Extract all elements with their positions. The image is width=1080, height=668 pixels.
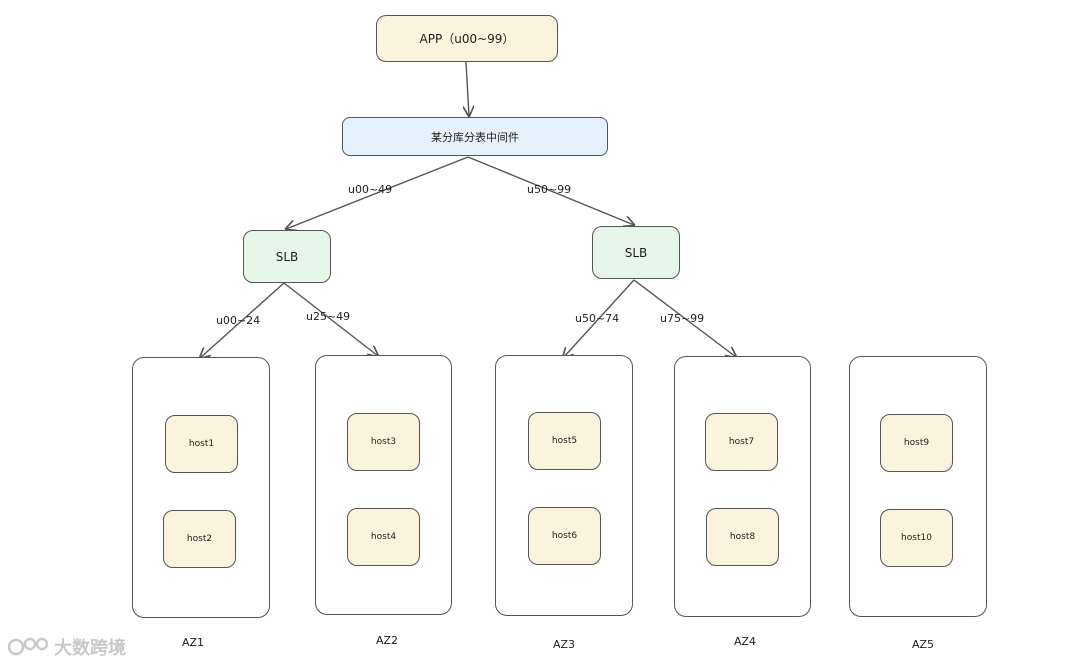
middleware-node: 某分库分表中间件 — [342, 117, 608, 156]
host-label: host10 — [901, 533, 932, 543]
edge-label-text: u50~99 — [527, 183, 572, 196]
host-node: host9 — [880, 414, 953, 472]
host-node: host10 — [880, 509, 953, 567]
edge-label-slb1-az1: u00~24 — [216, 314, 260, 327]
slb-node-1: SLB — [243, 230, 331, 283]
watermark-text: 大数跨境 — [54, 638, 126, 659]
az-label-3: AZ3 — [552, 638, 576, 651]
edge-label-mw-slb1: u00~49 — [348, 183, 392, 196]
host-label: host2 — [186, 534, 213, 544]
arrow-slb1-to-az2 — [283, 282, 378, 356]
host-label: host7 — [728, 437, 755, 447]
edge-label-slb1-az2: u25~49 — [306, 310, 350, 323]
host-node: host4 — [347, 508, 420, 566]
arrow-middleware-to-slb2 — [467, 156, 634, 225]
az-box-1: host1 host2 — [132, 357, 270, 618]
az-box-3: host5 host6 — [495, 355, 633, 616]
host-node: host7 — [705, 413, 778, 471]
host-node: host8 — [706, 508, 779, 566]
app-node: APP（u00~99） — [376, 15, 558, 62]
edge-label-text: u00~24 — [216, 314, 261, 327]
arrow-app-to-middleware — [466, 61, 469, 116]
host-node: host3 — [347, 413, 420, 471]
arrow-slb2-to-az4 — [633, 279, 736, 357]
slb-node-2: SLB — [592, 226, 680, 279]
az-label-4: AZ4 — [733, 635, 757, 648]
edge-label-text: u00~49 — [348, 183, 393, 196]
host-node: host6 — [528, 507, 601, 565]
edge-label-slb2-az4: u75~99 — [660, 312, 704, 325]
slb-node-label: SLB — [275, 249, 299, 264]
edge-label-text: u50~74 — [575, 312, 620, 325]
host-node: host2 — [163, 510, 236, 568]
edge-label-mw-slb2: u50~99 — [527, 183, 571, 196]
watermark-logo-icon — [8, 637, 48, 656]
az-label-1: AZ1 — [181, 636, 205, 649]
host-label: host1 — [188, 439, 215, 449]
middleware-node-label: 某分库分表中间件 — [431, 130, 519, 144]
host-node: host5 — [528, 412, 601, 470]
az-label-5: AZ5 — [911, 638, 935, 651]
az-box-5: host9 host10 — [849, 356, 987, 617]
host-node: host1 — [165, 415, 238, 473]
host-label: host8 — [729, 532, 756, 542]
arrow-middleware-to-slb1 — [286, 156, 469, 229]
slb-node-label: SLB — [624, 245, 648, 260]
host-label: host4 — [370, 532, 397, 542]
host-label: host9 — [903, 438, 930, 448]
edge-label-slb2-az3: u50~74 — [575, 312, 619, 325]
az-label-2: AZ2 — [375, 634, 399, 647]
watermark: 大数跨境 — [8, 634, 126, 660]
host-label: host5 — [551, 436, 578, 446]
host-label: host6 — [551, 531, 578, 541]
edge-label-text: u75~99 — [660, 312, 705, 325]
arrow-slb1-to-az1 — [200, 282, 285, 358]
app-node-label: APP（u00~99） — [419, 32, 515, 46]
edge-label-text: u25~49 — [306, 310, 351, 323]
az-box-4: host7 host8 — [674, 356, 811, 617]
az-box-2: host3 host4 — [315, 355, 452, 615]
host-label: host3 — [370, 437, 397, 447]
arrow-slb2-to-az3 — [563, 279, 635, 358]
